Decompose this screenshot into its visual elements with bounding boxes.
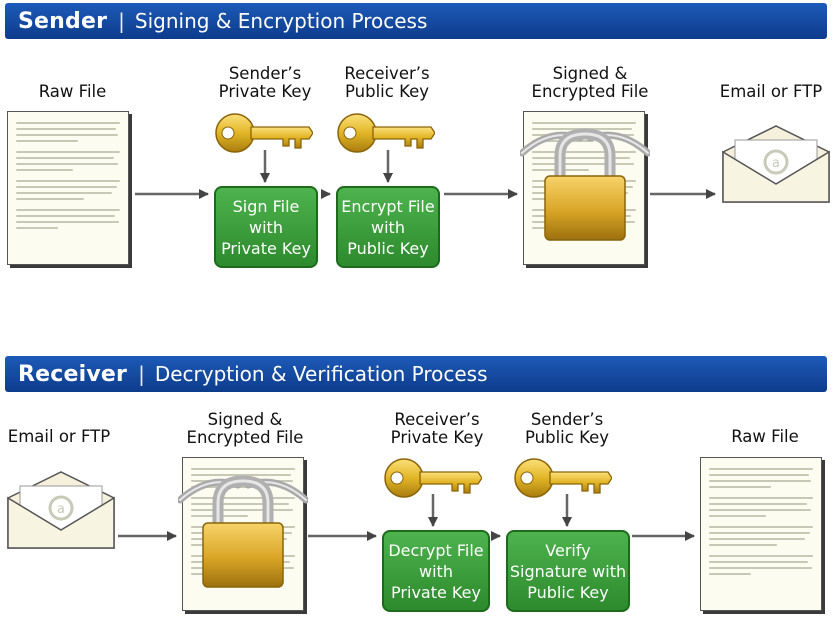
receiver-public-key-icon bbox=[337, 113, 435, 153]
sender-envelope-icon: a bbox=[722, 125, 830, 203]
sender-private-key-icon bbox=[215, 113, 313, 153]
receiver-padlock-icon bbox=[178, 475, 308, 588]
receiver-signed-file-label: Signed &Encrypted File bbox=[186, 410, 304, 447]
receiver-title: Receiver bbox=[18, 361, 128, 387]
sender-public-key-icon bbox=[514, 458, 612, 498]
header-separator: | bbox=[118, 9, 125, 33]
receiver-subtitle: Decryption & Verification Process bbox=[154, 362, 488, 386]
sender-header: Sender | Signing & Encryption Process bbox=[5, 3, 827, 39]
sender-signed-file-label: Signed &Encrypted File bbox=[531, 64, 649, 101]
sender-raw-file-label: Raw File bbox=[38, 82, 107, 101]
header-separator: | bbox=[138, 362, 145, 386]
sender-padlock-icon bbox=[520, 128, 650, 241]
sender-subtitle: Signing & Encryption Process bbox=[134, 9, 428, 33]
sender-raw-file-document-icon bbox=[7, 111, 129, 265]
receiver-raw-file-label: Raw File bbox=[731, 427, 799, 446]
receiver-raw-file-document-icon bbox=[700, 457, 822, 611]
receiver-private-key-icon bbox=[384, 458, 482, 498]
receiver-email-label: Email or FTP bbox=[7, 427, 111, 446]
sender-email-label: Email or FTP bbox=[719, 82, 823, 101]
svg-text:a: a bbox=[772, 156, 780, 171]
svg-text:a: a bbox=[57, 502, 65, 517]
sender-title: Sender bbox=[18, 8, 108, 34]
receiver-header: Receiver | Decryption & Verification Pro… bbox=[5, 356, 827, 392]
receiver-envelope-icon: a bbox=[7, 471, 115, 549]
